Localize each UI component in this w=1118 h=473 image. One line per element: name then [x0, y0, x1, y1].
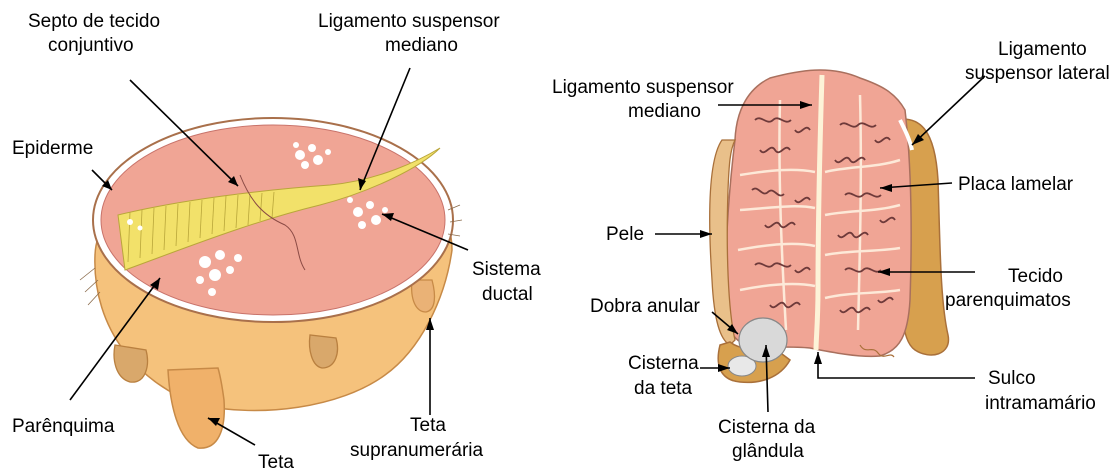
label-r-tecido-1: Tecido — [1008, 266, 1063, 287]
label-septo-2: conjuntivo — [48, 35, 134, 56]
label-r-tecido-2: parenquimatos — [945, 290, 1071, 311]
label-r-cisterna-glandula-1: Cisterna da — [718, 417, 816, 438]
label-teta-supra-2: supranumerária — [350, 440, 483, 461]
label-r-cisterna-teta-1: Cisterna — [628, 353, 699, 374]
right-udder-illustration — [710, 70, 949, 382]
label-r-ligamento-lateral-1: Ligamento — [998, 39, 1087, 60]
label-r-cisterna-teta-2: da teta — [634, 378, 693, 399]
label-r-sulco-2: intramamário — [985, 393, 1096, 414]
label-r-placa-lamelar: Placa lamelar — [958, 174, 1074, 195]
label-parenquima: Parênquima — [12, 416, 115, 437]
label-r-dobra-anular: Dobra anular — [590, 296, 701, 317]
label-r-cisterna-glandula-2: glândula — [732, 441, 804, 462]
label-ligamento-mediano-2: mediano — [385, 35, 458, 56]
label-r-ligamento-mediano-1: Ligamento suspensor — [552, 77, 734, 98]
label-r-sulco-1: Sulco — [988, 368, 1036, 389]
leader-r-ligamento-lateral — [912, 76, 985, 145]
label-ligamento-mediano-1: Ligamento suspensor — [318, 11, 500, 32]
label-teta: Teta — [258, 452, 294, 473]
teat-front-left — [168, 368, 224, 448]
label-sistema-ductal-1: Sistema — [472, 259, 541, 280]
label-r-pele: Pele — [606, 224, 644, 245]
label-septo-1: Septo de tecido — [28, 11, 160, 32]
leader-r-sulco — [818, 352, 975, 378]
left-udder-illustration — [80, 118, 462, 448]
label-sistema-ductal-2: ductal — [482, 284, 533, 305]
label-epiderme: Epiderme — [12, 138, 93, 159]
teat-back-left — [114, 345, 147, 382]
label-r-ligamento-mediano-2: mediano — [628, 101, 701, 122]
label-r-ligamento-lateral-2: suspensor lateral — [965, 63, 1110, 84]
label-teta-supra-1: Teta — [410, 415, 446, 436]
